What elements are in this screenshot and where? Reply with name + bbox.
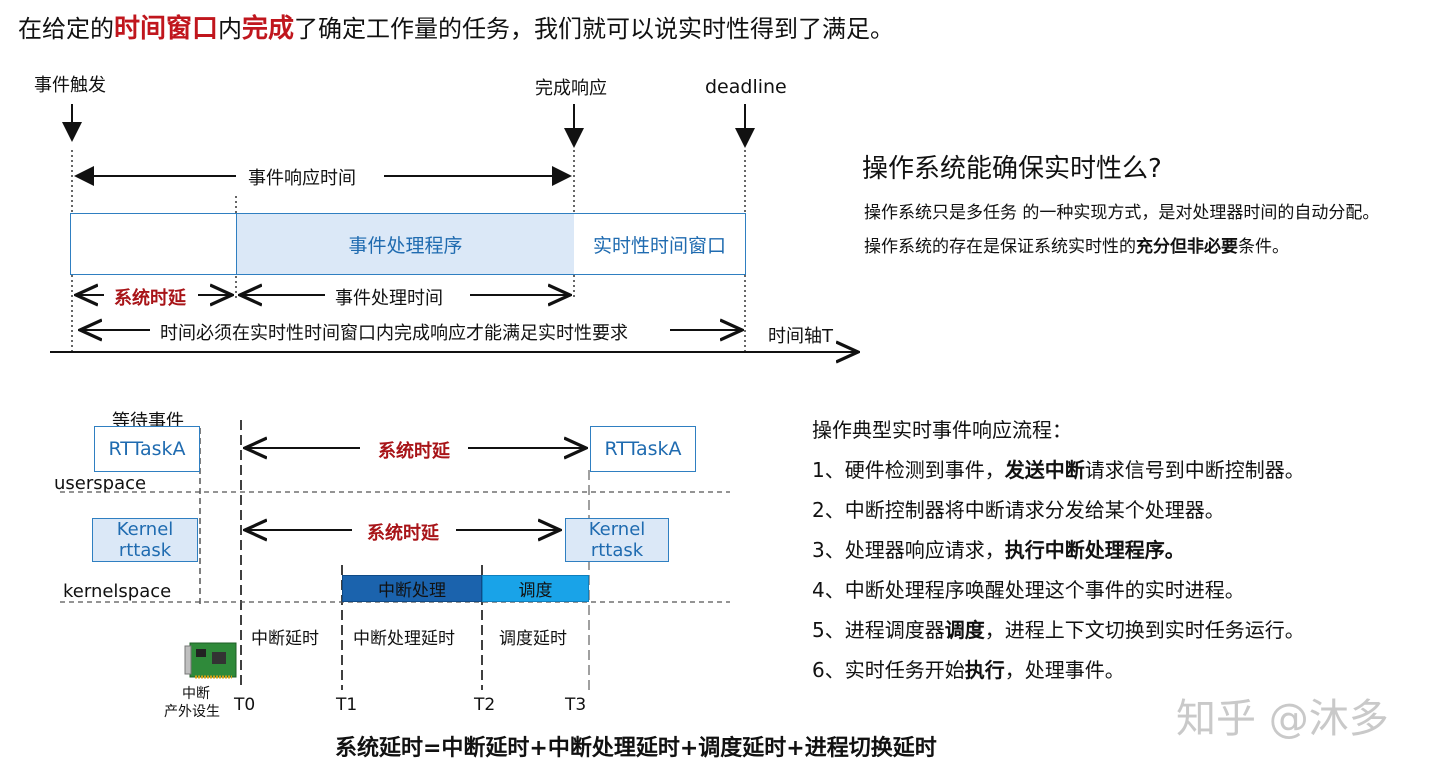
event-processing-time-label: 事件处理时间 (335, 288, 443, 309)
t1-label: T1 (336, 695, 358, 715)
device-label-2: 产外设生 (164, 704, 220, 720)
kernelspace-label: kernelspace (63, 581, 172, 602)
irq-handle-bar: 中断处理 (342, 575, 482, 602)
system-delay-user-label: 系统时延 (378, 441, 450, 462)
page-title: 在给定的时间窗口内完成了确定工作量的任务，我们就可以说实时性得到了满足。 (18, 14, 895, 44)
step-3: 3、处理器响应请求，执行中断处理程序。 (812, 538, 1185, 562)
watermark: 知乎 @沐多 (1176, 696, 1389, 742)
event-handler-box: 事件处理程序 (236, 213, 575, 275)
system-delay-kernel-label: 系统时延 (367, 523, 439, 544)
step-6: 6、实时任务开始执行，处理事件。 (812, 658, 1125, 682)
system-delay-segment (70, 213, 237, 275)
schedule-bar: 调度 (482, 575, 589, 602)
sched-latency-label: 调度延时 (499, 629, 567, 649)
event-handler-label: 事件处理程序 (348, 234, 463, 257)
kernel-left-box: Kernel rttask (92, 518, 198, 562)
step-4: 4、中断处理程序唤醒处理这个事件的实时进程。 (812, 578, 1245, 602)
irq-latency-label: 中断延时 (251, 629, 319, 649)
right-heading: 操作系统能确保实时性么? (862, 154, 1162, 184)
right-line-1: 操作系统只是多任务 的一种实现方式，是对处理器时间的自动分配。 (864, 203, 1380, 223)
steps-list: 操作典型实时事件响应流程： 1、硬件检测到事件，发送中断请求信号到中断控制器。 … (812, 410, 1305, 690)
must-complete-label: 时间必须在实时性时间窗口内完成响应才能满足实时性要求 (160, 323, 628, 344)
step-2: 2、中断控制器将中断请求分发给某个处理器。 (812, 498, 1225, 522)
step-1: 1、硬件检测到事件，发送中断请求信号到中断控制器。 (812, 458, 1305, 482)
title-emph-window: 时间窗口 (114, 14, 219, 44)
userspace-label: userspace (54, 473, 147, 494)
event-trigger-label: 事件触发 (34, 75, 106, 96)
system-delay-label: 系统时延 (114, 288, 186, 309)
device-label-1: 中断 (182, 686, 210, 702)
event-response-time-label: 事件响应时间 (248, 168, 356, 189)
rt-window-box: 实时性时间窗口 (574, 213, 746, 275)
steps-heading: 操作典型实时事件响应流程： (812, 418, 1072, 442)
title-emph-complete: 完成 (242, 14, 295, 44)
right-line-2: 操作系统的存在是保证系统实时性的充分但非必要条件。 (864, 237, 1289, 257)
t3-label: T3 (565, 695, 587, 715)
t2-label: T2 (474, 695, 496, 715)
rt-window-label: 实时性时间窗口 (592, 234, 726, 257)
rttask-right-box: RTTaskA (590, 426, 696, 472)
time-axis-label: 时间轴T (768, 326, 833, 347)
nic-card-icon (184, 642, 237, 679)
latency-formula: 系统延时=中断延时+中断处理延时+调度延时+进程切换延时 (335, 736, 937, 761)
kernel-right-box: Kernel rttask (565, 518, 669, 562)
response-done-label: 完成响应 (535, 78, 607, 99)
step-5: 5、进程调度器调度，进程上下文切换到实时任务运行。 (812, 618, 1305, 642)
deadline-label: deadline (705, 76, 787, 98)
irq-handle-latency-label: 中断处理延时 (353, 629, 455, 649)
t0-label: T0 (234, 695, 256, 715)
rttask-left-box: RTTaskA (94, 426, 200, 472)
